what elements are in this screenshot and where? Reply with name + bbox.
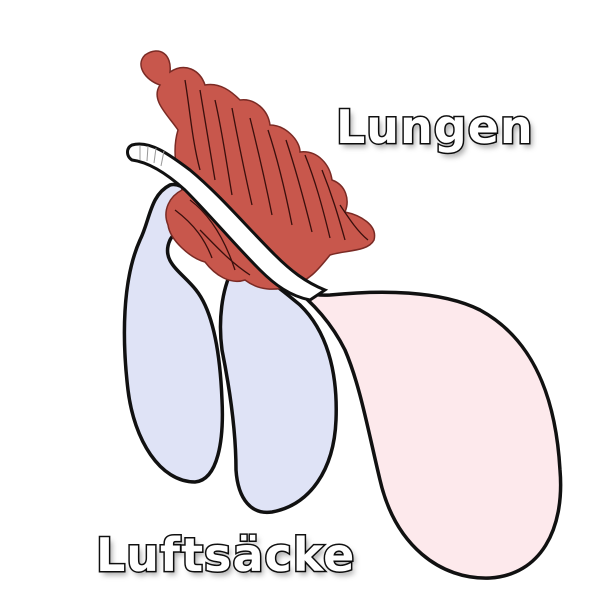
trachea-rings <box>139 145 165 167</box>
lungs <box>140 50 376 290</box>
air-sacs-label: Luftsäcke <box>94 527 356 584</box>
lungs-label: Lungen <box>335 99 535 156</box>
posterior-air-sac <box>288 283 563 580</box>
middle-air-sac <box>218 268 338 515</box>
trachea <box>126 142 329 302</box>
